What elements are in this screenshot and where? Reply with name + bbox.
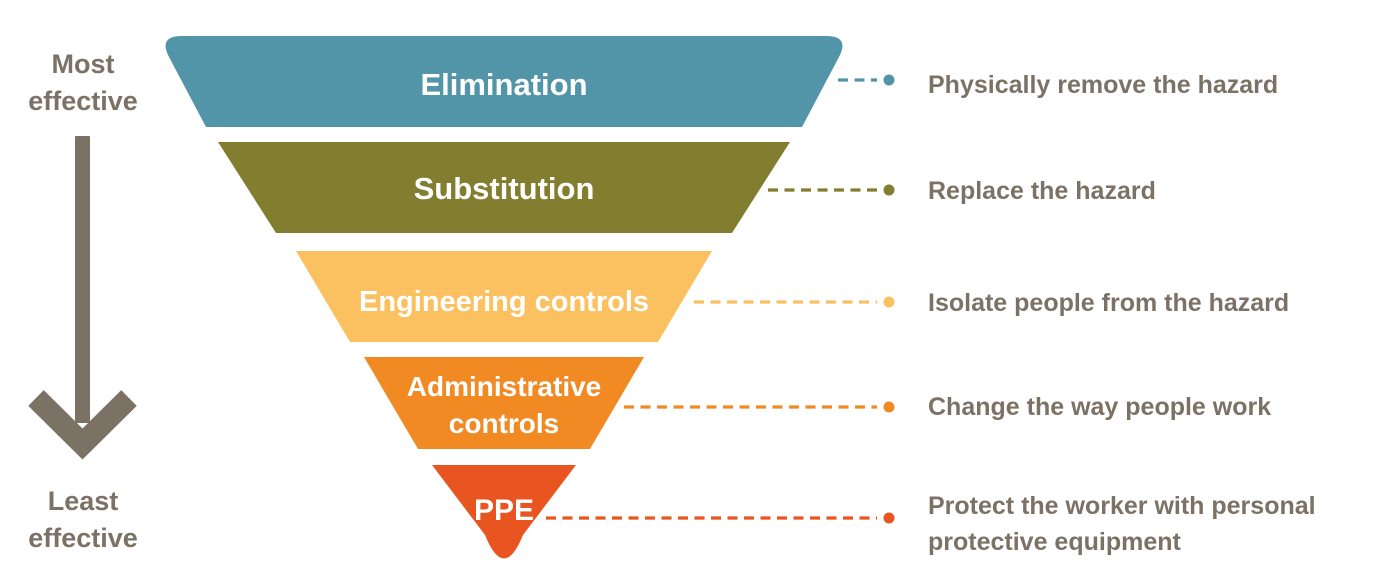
description-elimination: Physically remove the hazard	[928, 71, 1279, 99]
connector-dot-administrative-controls	[883, 401, 895, 413]
funnel-level-elimination	[165, 36, 843, 127]
connector-dot-ppe	[883, 512, 895, 524]
funnel-level-engineering-controls	[296, 251, 712, 342]
description-substitution: Replace the hazard	[928, 177, 1156, 205]
downward-arrow-icon	[28, 136, 137, 460]
least-effective-label: Least effective	[28, 486, 138, 553]
arrow-head	[28, 390, 137, 460]
level-label-elimination: Elimination	[420, 67, 587, 102]
description-ppe: Protect the worker with personal protect…	[928, 492, 1316, 556]
funnel-level-ppe	[432, 465, 576, 559]
connector-dot-engineering-controls	[883, 296, 895, 308]
connector-dot-elimination	[883, 74, 895, 86]
funnel-level-administrative-controls	[364, 357, 644, 449]
arrow-shaft	[75, 136, 90, 423]
level-label-engineering-controls: Engineering controls	[359, 286, 649, 318]
most-effective-label: Most effective	[28, 49, 138, 116]
description-engineering-controls: Isolate people from the hazard	[928, 289, 1290, 317]
level-label-administrative-line1: Administrative	[407, 371, 602, 402]
level-label-ppe: PPE	[474, 494, 534, 527]
level-label-substitution: Substitution	[414, 171, 595, 206]
connector-dot-substitution	[883, 184, 895, 196]
description-administrative-controls: Change the way people work	[928, 393, 1272, 421]
level-label-administrative-line2: controls	[449, 408, 559, 439]
funnel-level-substitution	[218, 142, 790, 233]
